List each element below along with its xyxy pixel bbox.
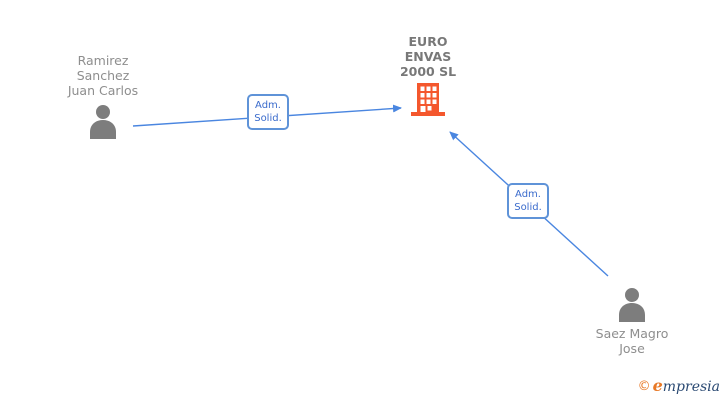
edge-label-line: Solid. xyxy=(514,202,542,213)
building-icon xyxy=(411,83,445,116)
empresia-logo-text: mpresia xyxy=(662,379,720,395)
person-name-line: Saez Magro xyxy=(595,326,669,341)
person-name-line: Ramirez xyxy=(77,53,129,68)
company-name-line: ENVAS xyxy=(404,49,452,64)
person-name-line: Jose xyxy=(619,341,645,356)
company-name-line: 2000 SL xyxy=(399,64,457,79)
edge-label-line: Adm. xyxy=(515,189,541,200)
person-name-line: Sanchez xyxy=(76,68,130,83)
edge-label-line: Adm. xyxy=(255,100,281,111)
person-name-line: Juan Carlos xyxy=(67,83,139,98)
company-name-line: EURO xyxy=(408,34,448,49)
company-node-euro-envas[interactable]: EURO ENVAS 2000 SL xyxy=(358,34,498,120)
person-icon xyxy=(619,288,645,322)
empresia-logo-e: e xyxy=(652,376,663,395)
person-node-saez[interactable]: Saez Magro Jose xyxy=(562,286,702,356)
empresia-logo: ©empresia xyxy=(638,376,720,395)
edge-label-line: Solid. xyxy=(254,113,282,124)
edge-label-adm-solid-1[interactable]: Adm. Solid. xyxy=(247,94,289,130)
copyright-icon: © xyxy=(637,379,651,394)
edge-label-adm-solid-2[interactable]: Adm. Solid. xyxy=(507,183,549,219)
person-icon xyxy=(90,105,116,139)
person-node-ramirez[interactable]: Ramirez Sanchez Juan Carlos xyxy=(33,53,173,143)
